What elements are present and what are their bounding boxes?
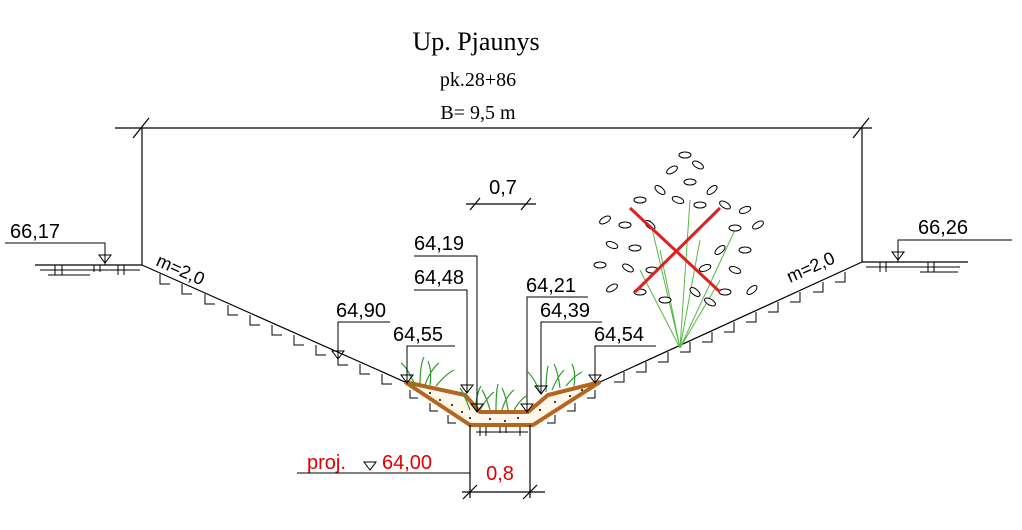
right-slope-label: m=2,0	[783, 248, 837, 287]
elevation-center-lower: 64,48	[414, 267, 474, 394]
elevation-right-upper: 64,21	[520, 275, 588, 413]
bottom-dimension: 0,8	[462, 425, 545, 500]
elevation-left-mid: 64,90	[331, 300, 390, 360]
elevation-center-upper-label: 64,19	[414, 233, 464, 255]
elevation-center-lower-label: 64,48	[414, 267, 464, 289]
dimension-top-label: 0,7	[489, 177, 517, 199]
elevation-left-low-label: 64,55	[393, 324, 443, 346]
elevation-right-bank-label: 66,26	[918, 217, 968, 239]
removal-mark-line-1	[628, 206, 722, 294]
right-bank-ground	[862, 261, 968, 273]
elevation-left-bank: 66,17	[5, 221, 112, 265]
elevation-right-low: 64,54	[588, 324, 656, 384]
elevation-left-low: 64,55	[393, 324, 455, 384]
elevation-center-upper: 64,19	[414, 233, 484, 413]
project-elevation-label: 64,00	[382, 452, 432, 474]
bush-icon	[593, 151, 764, 349]
sediment-layer	[403, 380, 602, 427]
elevation-left-mid-label: 64,90	[336, 300, 386, 322]
project-elevation: proj. 64,00	[297, 452, 470, 474]
removal-mark-line-2	[633, 206, 722, 294]
drawing-title: Up. Pjaunys	[412, 27, 539, 56]
left-slope-label: m=2,0	[153, 250, 207, 289]
elevation-right-mid: 64,39	[534, 300, 602, 395]
elevation-right-low-label: 64,54	[594, 324, 644, 346]
top-dimension-line	[115, 117, 872, 265]
width-label: B= 9,5 m	[440, 102, 516, 124]
elevation-right-bank: 66,26	[891, 217, 1012, 262]
left-bank-ground	[35, 264, 142, 276]
elevation-right-mid-label: 64,39	[540, 300, 590, 322]
picket-label: pk.28+86	[440, 69, 516, 91]
dimension-07: 0,7	[466, 177, 536, 211]
dimension-bottom-label: 0,8	[486, 463, 514, 485]
elevation-right-upper-label: 64,21	[526, 275, 576, 297]
project-label: proj.	[307, 452, 346, 474]
elevation-left-bank-label: 66,17	[10, 221, 60, 243]
